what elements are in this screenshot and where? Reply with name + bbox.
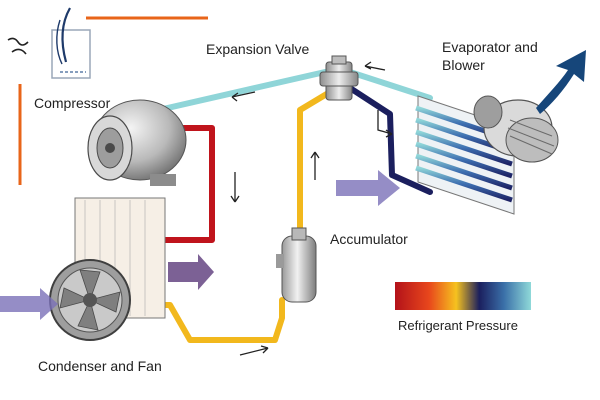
flow-arrows [230, 61, 393, 356]
pressure-legend: Refrigerant Pressure [395, 282, 531, 333]
condenser-airflow-arrows [0, 254, 214, 320]
blower-icon [473, 95, 559, 163]
evaporator-label-line2: Blower [442, 57, 485, 73]
expansion-valve-icon [319, 55, 359, 101]
discharge-line [159, 125, 215, 243]
condenser-label: Condenser and Fan [38, 358, 162, 374]
fan-icon [49, 259, 131, 341]
liquid-line [147, 297, 285, 343]
riser-line [297, 89, 333, 235]
evap-out-line [347, 85, 433, 195]
evaporator-label-line1: Evaporator and [442, 39, 538, 55]
evaporator-airflow-arrows [336, 50, 586, 206]
expansion-valve-label: Expansion Valve [206, 41, 309, 57]
accumulator-icon [276, 227, 317, 303]
compressor-label: Compressor [34, 95, 111, 111]
accumulator-label: Accumulator [330, 231, 408, 247]
evap-in-line [347, 69, 433, 101]
refrigerant-lines [147, 69, 433, 343]
pressure-legend-bar [395, 282, 531, 310]
suction-line [147, 69, 328, 115]
compressor-icon [87, 99, 187, 186]
pressure-legend-label: Refrigerant Pressure [398, 318, 518, 333]
logo-icon [7, 7, 91, 79]
